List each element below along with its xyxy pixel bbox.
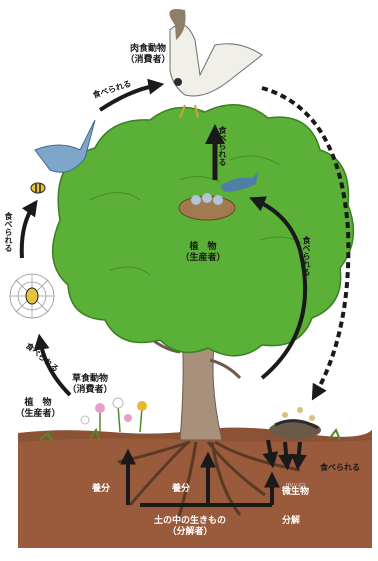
herbivore-label: 草食動物 （消費者） xyxy=(60,374,120,396)
plant-center-label: 植 物 （生産者） xyxy=(168,242,238,264)
eaten-label-tree-right: 食べられる xyxy=(302,236,311,276)
arrow-spider-to-bird xyxy=(22,205,34,258)
decompose-label: 分解 xyxy=(282,516,300,527)
eaten-label-tree-top: 食べられる xyxy=(218,126,227,166)
bee xyxy=(31,183,45,193)
eaten-label-ground-right: 食べられる xyxy=(320,462,360,473)
decomposing-matter xyxy=(269,407,321,439)
eaten-label-left-side: 食べられる xyxy=(4,212,13,252)
nutrient-right-label: 養分 xyxy=(172,484,190,495)
arrow-eaten-ground-2 xyxy=(285,442,287,464)
spider-web xyxy=(10,274,54,318)
microbe-label: びせいぶつ 微生物 xyxy=(282,482,309,498)
hawk xyxy=(169,9,262,118)
plant-left-label: 植 物 （生産者） xyxy=(8,398,68,420)
carnivore-label: 肉食動物 （消費者） xyxy=(118,44,178,66)
flowers xyxy=(81,398,147,432)
tree-canopy xyxy=(53,105,354,356)
soil-life-label: 土の中の生きもの （分解者） xyxy=(138,516,242,538)
nutrient-left-label: 養分 xyxy=(92,484,110,495)
arrow-eaten-ground-3 xyxy=(298,442,300,464)
